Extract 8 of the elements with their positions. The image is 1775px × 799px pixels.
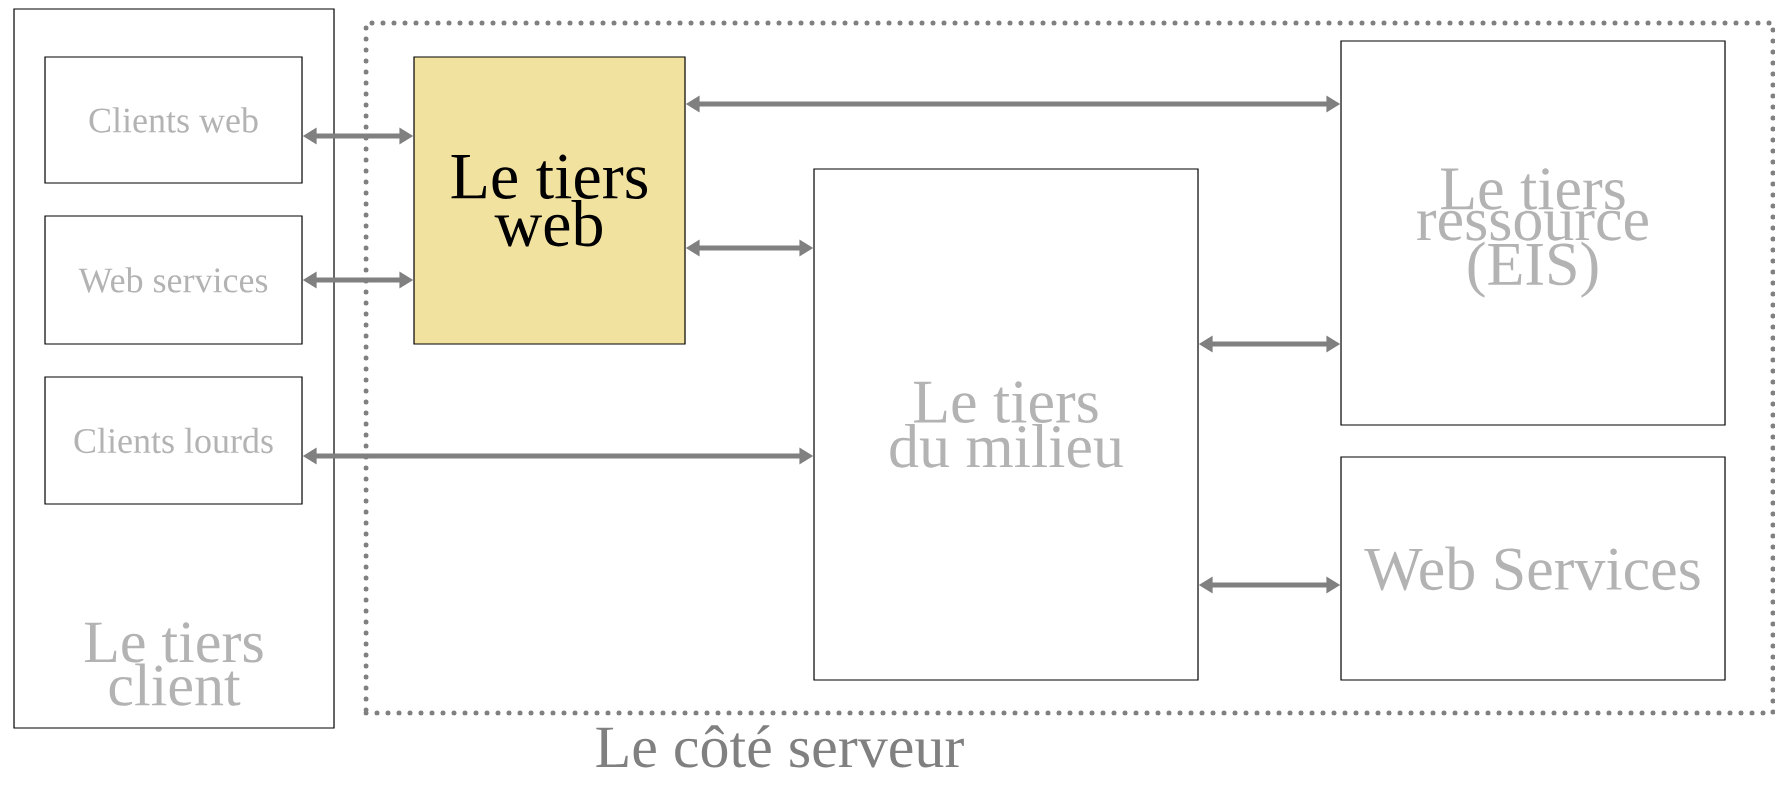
tier-box: Le tiers web	[413, 56, 686, 345]
client-box: Clients lourds	[44, 376, 303, 505]
node-label: Le côté serveur	[596, 725, 964, 768]
client-box: Clients web	[44, 56, 303, 184]
tier-box: Le tiers du milieu	[813, 168, 1199, 681]
tier-box: Web Services	[1340, 456, 1726, 681]
client-box: Web services	[44, 215, 303, 345]
tier-box: Le tiers ressource (EIS)	[1340, 40, 1726, 426]
